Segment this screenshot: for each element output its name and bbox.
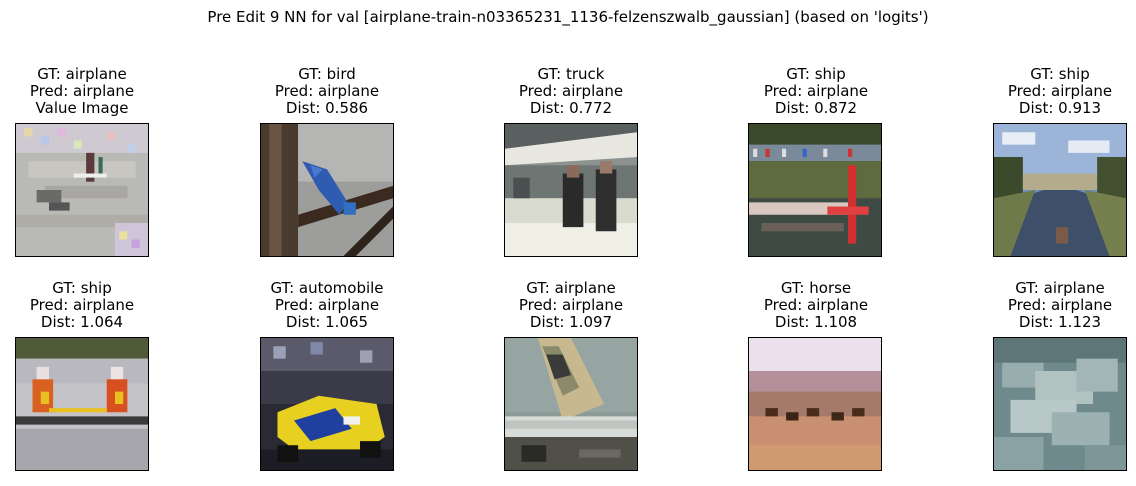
race-car-icon bbox=[260, 337, 394, 471]
gt-label: GT: bird bbox=[298, 65, 356, 83]
pred-label: Pred: airplane bbox=[518, 296, 624, 314]
blue-bird-icon bbox=[260, 123, 394, 257]
panel-caption: GT: horse Pred: airplane Dist: 1.108 bbox=[716, 280, 916, 331]
pred-label: Pred: airplane bbox=[763, 296, 869, 314]
gt-label: GT: horse bbox=[780, 279, 852, 297]
gt-label: GT: automobile bbox=[270, 279, 384, 297]
airplane-tail-icon bbox=[504, 337, 638, 471]
people-icon bbox=[504, 123, 638, 257]
dist-label: Dist: 0.772 bbox=[529, 99, 613, 117]
gt-label: GT: ship bbox=[1030, 65, 1090, 83]
value-label: Value Image bbox=[35, 99, 129, 117]
gt-label: GT: ship bbox=[52, 279, 112, 297]
gt-label: GT: airplane bbox=[526, 279, 616, 297]
gt-label: GT: airplane bbox=[37, 65, 127, 83]
harbor-icon bbox=[748, 123, 882, 257]
panel-caption: GT: automobile Pred: airplane Dist: 1.06… bbox=[227, 280, 427, 331]
gt-label: GT: ship bbox=[786, 65, 846, 83]
pred-label: Pred: airplane bbox=[29, 296, 135, 314]
figure-title: Pre Edit 9 NN for val [airplane-train-n0… bbox=[207, 8, 929, 26]
panel-caption: GT: airplane Pred: airplane Dist: 1.123 bbox=[960, 280, 1136, 331]
dist-label: Dist: 1.065 bbox=[285, 313, 369, 331]
canal-icon bbox=[993, 123, 1127, 257]
horses-field-icon bbox=[748, 337, 882, 471]
gt-label: GT: truck bbox=[537, 65, 605, 83]
dist-label: Dist: 0.872 bbox=[774, 99, 858, 117]
pred-label: Pred: airplane bbox=[1007, 82, 1113, 100]
panel-caption: GT: ship Pred: airplane Dist: 0.872 bbox=[716, 66, 916, 117]
pred-label: Pred: airplane bbox=[29, 82, 135, 100]
panel-caption: GT: bird Pred: airplane Dist: 0.586 bbox=[227, 66, 427, 117]
pred-label: Pred: airplane bbox=[763, 82, 869, 100]
rowers-icon bbox=[15, 337, 149, 471]
clouds-icon bbox=[993, 337, 1127, 471]
dist-label: Dist: 1.123 bbox=[1018, 313, 1102, 331]
dist-label: Dist: 1.064 bbox=[40, 313, 124, 331]
dist-label: Dist: 1.097 bbox=[529, 313, 613, 331]
panel-caption: GT: ship Pred: airplane Dist: 1.064 bbox=[0, 280, 182, 331]
pred-label: Pred: airplane bbox=[274, 82, 380, 100]
dist-label: Dist: 1.108 bbox=[774, 313, 858, 331]
panel-caption: GT: truck Pred: airplane Dist: 0.772 bbox=[471, 66, 671, 117]
dist-label: Dist: 0.586 bbox=[285, 99, 369, 117]
pred-label: Pred: airplane bbox=[1007, 296, 1113, 314]
pred-label: Pred: airplane bbox=[274, 296, 380, 314]
panel-caption: GT: airplane Pred: airplane Value Image bbox=[0, 66, 182, 117]
water-skier-icon bbox=[15, 123, 149, 257]
pred-label: Pred: airplane bbox=[518, 82, 624, 100]
gt-label: GT: airplane bbox=[1015, 279, 1105, 297]
panel-caption: GT: ship Pred: airplane Dist: 0.913 bbox=[960, 66, 1136, 117]
panel-caption: GT: airplane Pred: airplane Dist: 1.097 bbox=[471, 280, 671, 331]
dist-label: Dist: 0.913 bbox=[1018, 99, 1102, 117]
